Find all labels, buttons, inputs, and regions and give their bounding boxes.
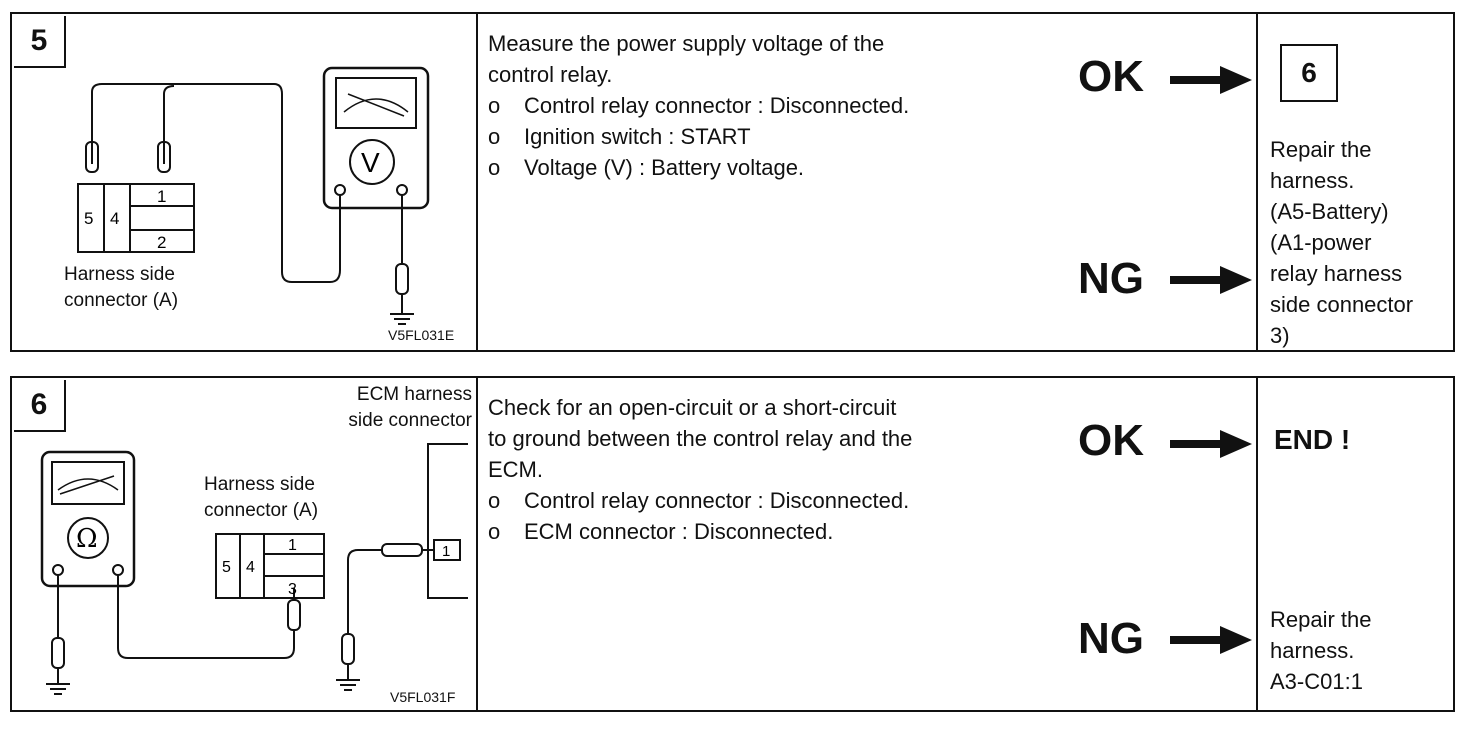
ng-result-text: Repair the harness. A3-C01:1 xyxy=(1270,607,1372,694)
step-5-row: 5 5 4 1 2 V xyxy=(10,12,1455,352)
step-6-row: 6 Ω 5 xyxy=(10,376,1455,712)
step-6-results: END ! Repair the harness. A3-C01:1 xyxy=(1256,378,1453,710)
ng-arrow-icon xyxy=(1170,626,1252,654)
pin-5: 5 xyxy=(222,559,231,576)
ok-arrow-icon xyxy=(1170,66,1252,94)
step-5-procedure: Measure the power supply voltage of the … xyxy=(478,14,1258,350)
step-5-results: 6 Repair the harness. (A5-Battery) (A1-p… xyxy=(1256,14,1453,350)
ok-label: OK xyxy=(1078,416,1144,465)
voltmeter-diagram: 5 4 1 2 V xyxy=(77,66,430,325)
procedure-title-line-3: ECM. xyxy=(488,457,543,482)
pin-4: 4 xyxy=(110,209,119,228)
ok-arrow-icon xyxy=(1170,430,1252,458)
figure-code: V5FL031E xyxy=(388,327,455,343)
step-number: 5 xyxy=(14,16,66,68)
pin-2: 2 xyxy=(157,233,166,252)
meter-symbol: Ω xyxy=(76,524,98,554)
step-number: 6 xyxy=(14,380,66,432)
ng-arrow-icon xyxy=(1170,266,1252,294)
harness-connector-label: Harness side connector (A) xyxy=(64,264,179,311)
next-step-box: 6 xyxy=(1280,44,1338,102)
step-6-procedure: Check for an open-circuit or a short-cir… xyxy=(478,378,1258,710)
ecm-pin-1: 1 xyxy=(442,543,450,560)
procedure-title-line-1: Measure the power supply voltage of the xyxy=(488,31,885,56)
ng-label: NG xyxy=(1078,614,1144,663)
end-label: END ! xyxy=(1274,424,1351,455)
pin-5: 5 xyxy=(84,209,93,228)
procedure-title-line-1: Check for an open-circuit or a short-cir… xyxy=(488,395,897,420)
pin-3: 3 xyxy=(288,581,297,598)
procedure-title-line-2: control relay. xyxy=(488,62,613,87)
pin-1: 1 xyxy=(157,187,166,206)
figure-code: V5FL031F xyxy=(390,689,456,705)
step-5-figure: 5 5 4 1 2 V xyxy=(12,14,478,350)
pin-4: 4 xyxy=(246,559,255,576)
ok-label: OK xyxy=(1078,52,1144,101)
procedure-title-line-2: to ground between the control relay and … xyxy=(488,426,913,451)
ng-result-text: Repair the harness. (A5-Battery) (A1-pow… xyxy=(1270,137,1414,348)
harness-connector-label: Harness side connector (A) xyxy=(204,474,319,521)
step-6-figure: 6 Ω 5 xyxy=(12,378,478,710)
ecm-connector-label: ECM harness side connector xyxy=(348,384,472,431)
ohmmeter-diagram: Ω 5 4 1 3 xyxy=(40,443,468,695)
pin-1: 1 xyxy=(288,537,297,554)
ng-label: NG xyxy=(1078,254,1144,303)
meter-symbol: V xyxy=(361,147,380,178)
